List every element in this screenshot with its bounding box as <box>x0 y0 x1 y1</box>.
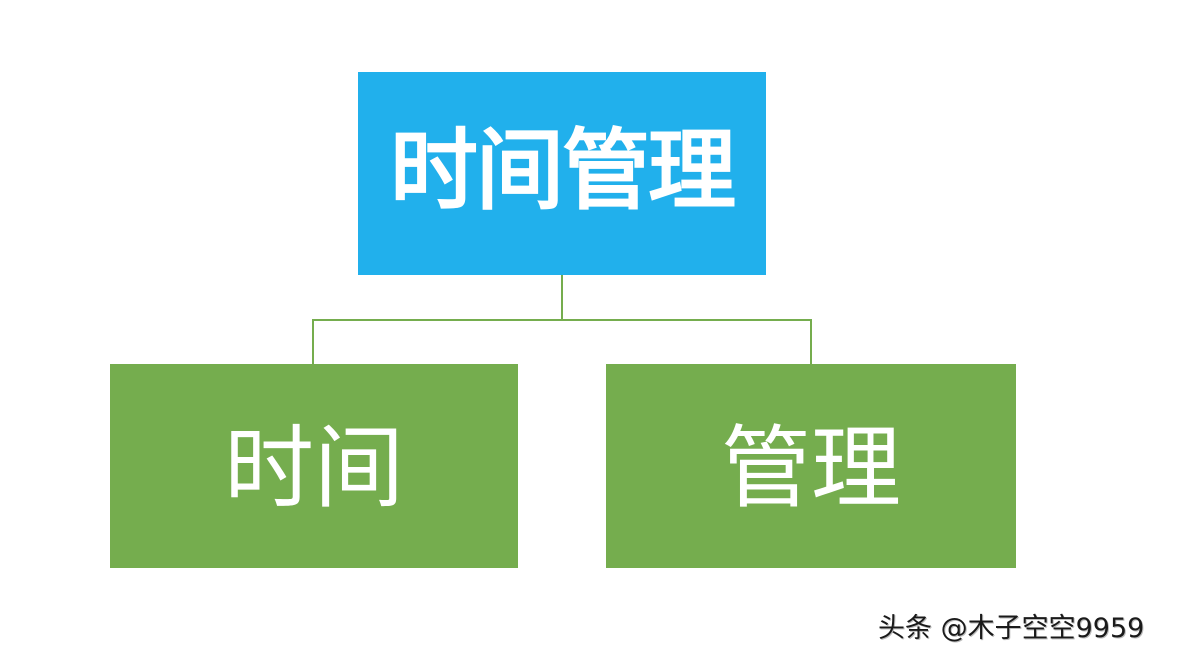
connector-right-drop <box>810 319 812 364</box>
child-node-label: 时间 <box>224 416 404 521</box>
child-node-time: 时间 <box>110 364 518 568</box>
watermark: 头条 @木子空空9959 <box>878 613 1145 644</box>
connector-root-vertical <box>561 275 563 321</box>
child-node-management: 管理 <box>606 364 1016 568</box>
root-node-label: 时间管理 <box>389 119 736 222</box>
connector-left-drop <box>312 319 314 364</box>
root-node-time-management: 时间管理 <box>358 72 766 275</box>
child-node-label: 管理 <box>721 416 901 521</box>
connector-horizontal-bar <box>312 319 812 321</box>
